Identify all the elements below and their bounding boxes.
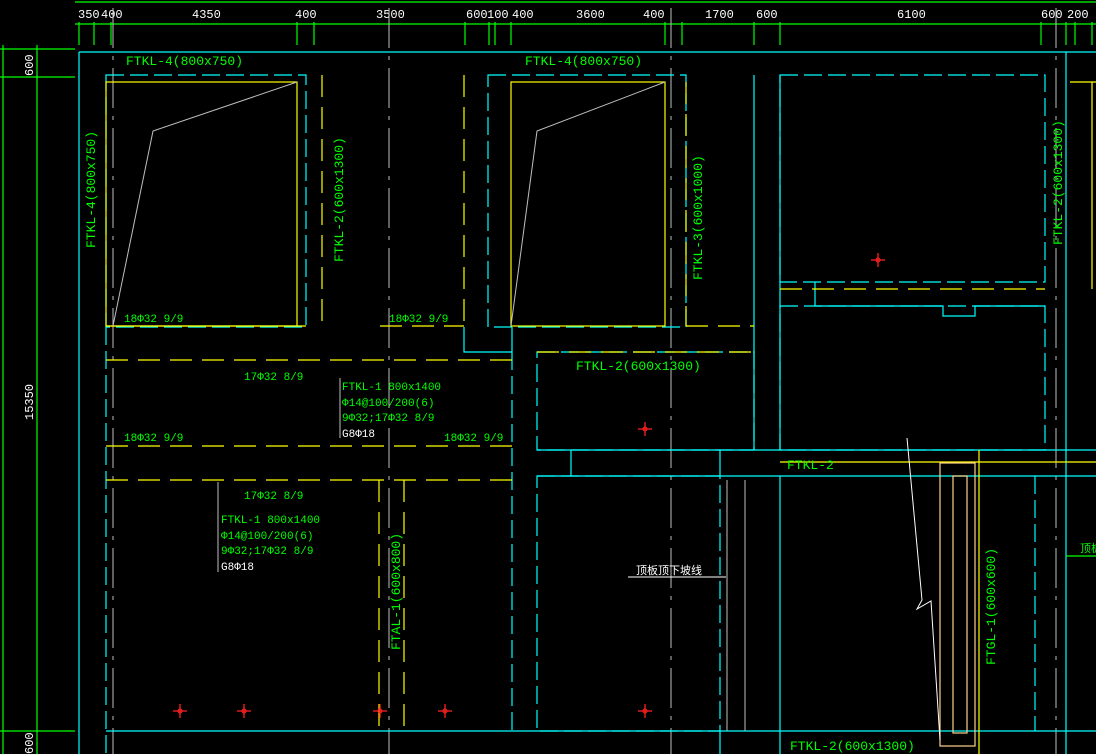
beam-label-ftal1-vertical: FTAL-1(600x800) xyxy=(389,533,404,650)
grid-axes xyxy=(112,8,1057,754)
dim-1700: 1700 xyxy=(705,8,734,22)
beam-label-ftkl3-vertical: FTKL-3(600x1000) xyxy=(691,155,706,280)
rebar-label: 18Φ32 9/9 xyxy=(444,433,503,445)
foundation-outlines xyxy=(78,51,1096,754)
rebar-label: 17Φ32 8/9 xyxy=(244,491,303,503)
rebar-label: 18Φ32 9/9 xyxy=(124,314,183,326)
svg-text:G8Φ18: G8Φ18 xyxy=(342,429,375,441)
svg-text:9Φ32;17Φ32 8/9: 9Φ32;17Φ32 8/9 xyxy=(221,546,313,558)
svg-text:Φ14@100/200(6): Φ14@100/200(6) xyxy=(221,531,313,543)
left-dimension-chain: 600 15350 600 xyxy=(0,45,75,754)
rebar-label: 18Φ32 9/9 xyxy=(124,433,183,445)
beam-label-ftkl2-vertical: FTKL-2(600x1300) xyxy=(1051,120,1066,245)
dim-400: 400 xyxy=(512,8,534,22)
pile-marker-icon xyxy=(871,253,885,267)
slope-note: 顶板顶下坡线 xyxy=(636,563,702,578)
beam-annotation-1: FTKL-1 800x1400 Φ14@100/200(6) 9Φ32;17Φ3… xyxy=(342,382,441,441)
dim-4350: 4350 xyxy=(192,8,221,22)
beam-labels: FTKL-4(800x750) FTKL-4(800x750) FTKL-4(8… xyxy=(84,54,1066,754)
svg-text:FTKL-1 800x1400: FTKL-1 800x1400 xyxy=(221,515,320,527)
svg-text:Φ14@100/200(6): Φ14@100/200(6) xyxy=(342,398,434,410)
dim-3500: 3500 xyxy=(376,8,405,22)
svg-text:FTKL-1 800x1400: FTKL-1 800x1400 xyxy=(342,382,441,394)
pile-marker-icon xyxy=(638,422,652,436)
top-dimension-chain: 350 400 4350 400 3500 600 100 400 3600 4… xyxy=(75,1,1096,45)
rebar-label: 17Φ32 8/9 xyxy=(244,372,303,384)
dim-400: 400 xyxy=(101,8,123,22)
beam-label-ftkl4-vertical: FTKL-4(800x750) xyxy=(84,131,99,248)
pile-marker-icon xyxy=(638,704,652,718)
dim-200: 200 xyxy=(1067,8,1089,22)
dim-left-600: 600 xyxy=(23,54,37,76)
rebar-lines xyxy=(105,75,1096,754)
beam-label-ftkl2: FTKL-2(600x1300) xyxy=(790,739,915,754)
rebar-label: 18Φ32 9/9 xyxy=(389,314,448,326)
svg-text:G8Φ18: G8Φ18 xyxy=(221,562,254,574)
dim-left-600-bottom: 600 xyxy=(23,732,37,754)
dim-600: 600 xyxy=(1041,8,1063,22)
beam-label-ftkl4: FTKL-4(800x750) xyxy=(525,54,642,69)
dim-6100: 6100 xyxy=(897,8,926,22)
beam-label-ftkl2-vertical: FTKL-2(600x1300) xyxy=(332,137,347,262)
dim-600: 600 xyxy=(756,8,778,22)
svg-text:9Φ32;17Φ32 8/9: 9Φ32;17Φ32 8/9 xyxy=(342,413,434,425)
pile-marker-icon xyxy=(373,704,387,718)
pile-marker-icon xyxy=(237,704,251,718)
right-partial-note: 顶板 xyxy=(1080,541,1096,556)
pile-markers xyxy=(173,253,885,718)
beam-annotation-2: FTKL-1 800x1400 Φ14@100/200(6) 9Φ32;17Φ3… xyxy=(221,515,320,574)
dim-400: 400 xyxy=(295,8,317,22)
beam-label-ftkl2: FTKL-2(600x1300) xyxy=(576,359,701,374)
dim-left-15350: 15350 xyxy=(23,384,37,420)
dim-100: 100 xyxy=(487,8,509,22)
beam-label-ftkl2: FTKL-2 xyxy=(787,458,834,473)
slope-lines xyxy=(112,81,1096,741)
rebar-labels: 18Φ32 9/9 18Φ32 9/9 18Φ32 9/9 18Φ32 9/9 … xyxy=(124,314,503,503)
dim-600: 600 xyxy=(466,8,488,22)
dim-350: 350 xyxy=(78,8,100,22)
pile-marker-icon xyxy=(438,704,452,718)
dim-3600: 3600 xyxy=(576,8,605,22)
pile-marker-icon xyxy=(173,704,187,718)
dim-400: 400 xyxy=(643,8,665,22)
beam-label-ftkl4: FTKL-4(800x750) xyxy=(126,54,243,69)
beam-label-ftgl1-vertical: FTGL-1(600x600) xyxy=(984,548,999,665)
